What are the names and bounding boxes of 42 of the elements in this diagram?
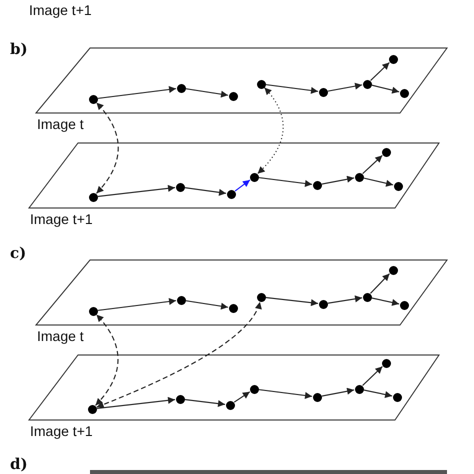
- arrow: [372, 298, 400, 306]
- arrow: [96, 302, 261, 408]
- arrow: [322, 388, 354, 397]
- panel-letter: b): [10, 40, 28, 58]
- arrow: [328, 295, 362, 304]
- arrow: [322, 176, 354, 185]
- plane-label: Image t+1: [30, 211, 93, 227]
- arrow: [364, 178, 394, 187]
- arrow: [96, 396, 176, 409]
- image-label: Image t+1: [29, 2, 92, 18]
- arrow: [370, 62, 390, 81]
- plane-label: Image t+1: [30, 423, 93, 439]
- image-plane: [36, 48, 447, 133]
- arrow: [184, 399, 226, 408]
- arrow: [98, 184, 176, 197]
- arrow: [234, 180, 250, 192]
- arrow: [362, 366, 383, 386]
- arrow: [257, 87, 284, 174]
- arrow: [98, 86, 176, 99]
- arrow: [370, 273, 390, 294]
- arrow: [258, 389, 312, 399]
- arrow: [234, 391, 250, 403]
- arrow: [364, 390, 392, 398]
- image-plane: [29, 355, 439, 440]
- plane-label: Image t: [37, 116, 84, 132]
- arrow: [184, 187, 226, 196]
- panel-letter: d): [10, 455, 28, 473]
- arrow: [266, 297, 318, 306]
- arrow: [362, 155, 383, 174]
- arrow: [266, 84, 318, 94]
- arrow: [96, 102, 119, 194]
- image-plane: [29, 143, 439, 228]
- arrow: [186, 300, 228, 310]
- panel-letter: c): [10, 244, 26, 262]
- arrow: [328, 82, 362, 92]
- arrow: [186, 88, 228, 98]
- plane-label: Image t: [37, 328, 84, 344]
- image-plane: [36, 260, 447, 345]
- arrow: [95, 314, 118, 406]
- arrow: [258, 177, 312, 187]
- arrow: [372, 84, 400, 94]
- arrow: [98, 298, 176, 311]
